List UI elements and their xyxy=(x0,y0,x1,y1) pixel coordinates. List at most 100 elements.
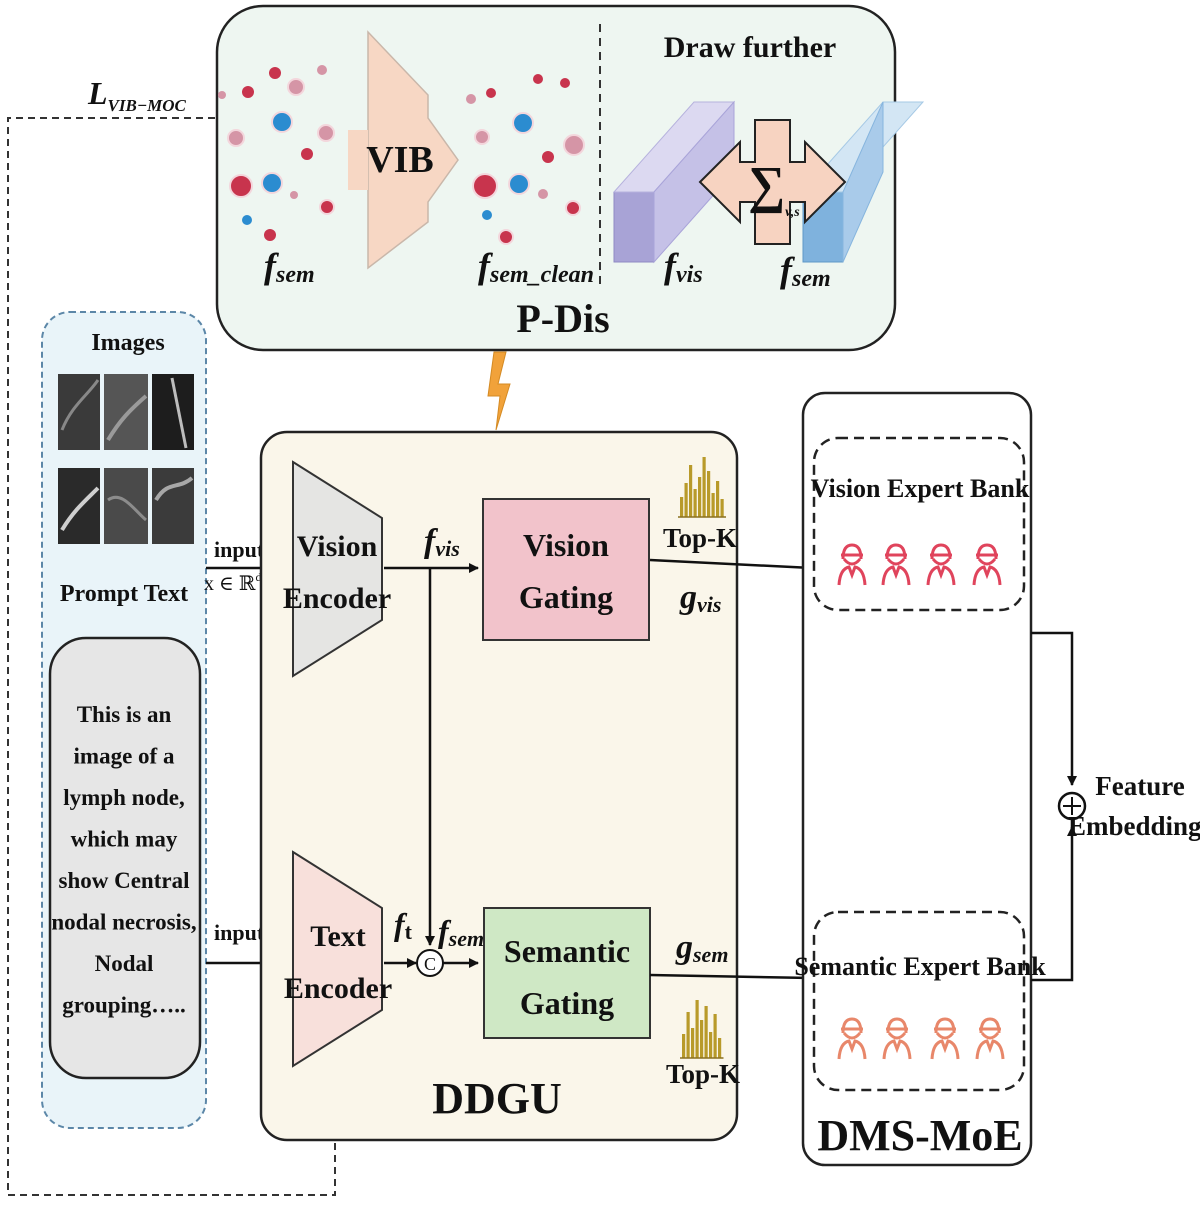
text-encoder xyxy=(292,850,383,1068)
ddgu-f-vis-label: fvis xyxy=(424,523,460,561)
loss-feedback-line xyxy=(7,117,336,1196)
feature-dot xyxy=(560,78,570,88)
promptText-line: lymph node, xyxy=(63,785,184,810)
semantic-gating-to-bank-arrow xyxy=(649,972,813,983)
sigma-double-arrow xyxy=(698,119,847,245)
textEncText-line: Encoder xyxy=(284,972,392,1005)
loss-label: LVIB−MOC xyxy=(87,75,187,115)
feature-dot xyxy=(261,172,283,194)
vib-label: VIB xyxy=(366,139,434,181)
f-sem-dot-cluster xyxy=(218,65,335,241)
feature-dot xyxy=(474,129,490,145)
promptText-line: show Central xyxy=(59,868,190,893)
histogram-bar xyxy=(718,1038,722,1058)
top-k-histogram-icon-top xyxy=(678,457,726,518)
expert-person-icon xyxy=(837,543,867,586)
feature-dot xyxy=(301,148,313,160)
expert-person-icon xyxy=(837,1017,867,1060)
feature-dot xyxy=(512,112,534,134)
expert-person-icon xyxy=(930,1017,960,1060)
visionGatingText-line: Vision xyxy=(523,527,609,563)
feature-dot xyxy=(242,215,252,225)
feature-dot xyxy=(290,191,298,199)
top-k-histogram-icon-bottom xyxy=(680,1000,724,1059)
feature-dot xyxy=(466,94,476,104)
histogram-bar xyxy=(711,493,715,517)
vision-encoder xyxy=(292,460,383,678)
pdis-title: P-Dis xyxy=(516,296,609,341)
feature-dot xyxy=(472,173,498,199)
promptText-line: grouping….. xyxy=(62,993,186,1018)
feature-dot xyxy=(482,210,492,220)
promptText-line: image of a xyxy=(74,744,175,769)
g-sem-label: gsem xyxy=(675,929,728,967)
feature-dot xyxy=(242,86,254,98)
histogram-bar xyxy=(686,1012,690,1058)
semantic-bank-output-line xyxy=(1031,826,1077,982)
vision-bank-output-line xyxy=(1031,631,1077,786)
vision-expert-icons xyxy=(837,543,1002,586)
semantic-gating-box xyxy=(483,907,651,1039)
feature-dot xyxy=(269,67,281,79)
histogram-bar xyxy=(693,489,697,517)
expert-person-icon xyxy=(972,543,1002,586)
feature-dot xyxy=(287,78,305,96)
semanticGatingText-line: Gating xyxy=(520,985,614,1021)
input-top-math: x ∈ ℝd xyxy=(204,570,261,595)
expert-person-icon xyxy=(975,1017,1005,1060)
prompt-text-box xyxy=(48,636,202,1080)
histogram-bar xyxy=(702,457,706,517)
histogram-bar xyxy=(709,1032,713,1058)
f-sem-clean-dot-cluster xyxy=(466,74,585,245)
images-label: Images xyxy=(91,330,164,356)
feature-dot xyxy=(264,229,276,241)
ddgu-f-t-label: ft xyxy=(394,906,413,944)
visionGatingText-line: Gating xyxy=(519,579,613,615)
pdis-f-vis-label: fvis xyxy=(664,246,703,288)
ddgu-f-sem-label: fsem xyxy=(438,913,484,951)
feature-dot xyxy=(319,199,335,215)
f-vis-prism xyxy=(612,100,736,264)
vision-bank-label: Vision Expert Bank xyxy=(811,474,1030,503)
feature-dot xyxy=(498,229,514,245)
input-top-label: input xyxy=(214,537,265,562)
histogram-bar xyxy=(682,1034,686,1058)
expert-person-icon xyxy=(882,1017,912,1060)
visionEncText-line: Vision xyxy=(297,530,378,563)
feature-dot xyxy=(271,111,293,133)
feature-dot xyxy=(542,151,554,163)
histogram-bar xyxy=(716,481,720,517)
semanticGatingText-line: Semantic xyxy=(504,933,630,969)
feature-dot xyxy=(229,174,253,198)
histogram-bar xyxy=(704,1006,708,1058)
draw-further-label: Draw further xyxy=(664,31,836,64)
semantic-expert-icons xyxy=(837,1017,1005,1060)
histogram-bar xyxy=(691,1028,695,1058)
dms-moe-panel xyxy=(801,391,1033,1167)
histogram-bar xyxy=(720,499,724,517)
vision-gating-to-bank-arrow xyxy=(649,558,813,573)
vision-gating-box xyxy=(482,498,650,641)
top-k-label-bottom: Top-K xyxy=(666,1059,740,1089)
feature-dot xyxy=(218,91,226,99)
feature-dot xyxy=(317,124,335,142)
dms-moe-title: DMS-MoE xyxy=(817,1111,1022,1160)
feature-dot xyxy=(563,134,585,156)
feature-dot xyxy=(538,189,548,199)
feature-dot xyxy=(227,129,245,147)
sum-node xyxy=(1057,791,1087,821)
histogram-bar xyxy=(689,465,693,517)
expert-person-icon xyxy=(881,543,911,586)
image-thumbnail-5 xyxy=(104,468,148,544)
textEncText-line: Text xyxy=(310,920,366,953)
g-vis-label: gvis xyxy=(679,579,721,617)
semantic-bank-label: Semantic Expert Bank xyxy=(794,952,1046,981)
feature-dot xyxy=(565,200,581,216)
